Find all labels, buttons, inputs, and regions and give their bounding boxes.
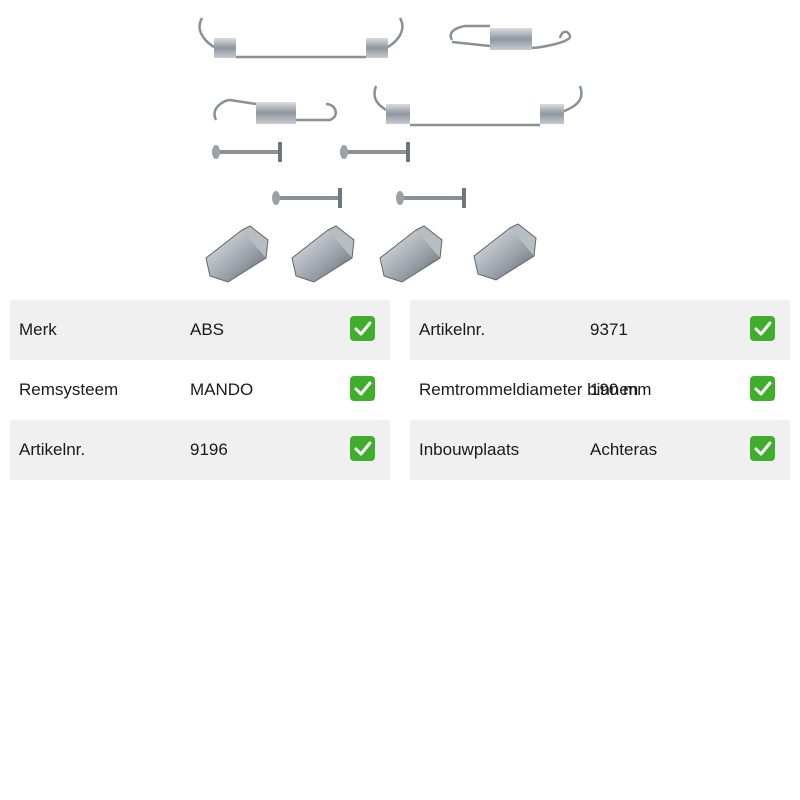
spec-label: Inbouwplaats (419, 440, 520, 459)
spec-label: Artikelnr. (419, 320, 486, 339)
coil-1b (366, 38, 388, 58)
spec-row-artikelnr: Artikelnr. 9371 (410, 300, 790, 360)
check-icon (350, 376, 375, 401)
coil-3 (256, 102, 296, 124)
check-icon (350, 316, 375, 341)
spec-row-remsysteem: Remsysteem MANDO (10, 360, 390, 420)
retaining-clip-3 (379, 225, 443, 283)
retaining-pin-2 (340, 142, 410, 162)
spec-label: Remtrommeldiameter binnen (419, 380, 639, 399)
retaining-clip-1 (205, 225, 269, 283)
short-spring-1 (449, 24, 572, 50)
short-spring-2 (213, 98, 338, 122)
product-image (198, 17, 583, 283)
coil-2 (490, 28, 532, 50)
spec-row-remtrommeldiameter: Remtrommeldiameter binnen 190 mm (410, 360, 790, 420)
check-icon (750, 316, 775, 341)
spec-value: Achteras (590, 440, 658, 459)
spec-table-right: Artikelnr. 9371 Remtrommeldiameter binne… (410, 300, 790, 480)
spec-value: 9196 (190, 440, 228, 459)
spec-value: MANDO (190, 380, 254, 399)
spec-row-inbouwplaats: Inbouwplaats Achteras (410, 420, 790, 480)
long-spring-1 (198, 17, 404, 59)
coil-4a (386, 104, 410, 124)
coil-4b (540, 104, 564, 124)
spec-label: Artikelnr. (19, 440, 86, 459)
retaining-pin-4 (396, 188, 466, 208)
long-spring-2 (373, 85, 583, 127)
retaining-pin-3 (272, 188, 342, 208)
spec-value: 190 mm (590, 380, 652, 399)
spec-row-artikelnr: Artikelnr. 9196 (10, 420, 390, 480)
spec-row-merk: Merk ABS (10, 300, 390, 360)
retaining-clip-2 (291, 225, 355, 283)
spec-value: 9371 (590, 320, 628, 339)
retaining-pin-1 (212, 142, 282, 162)
spec-label: Remsysteem (19, 380, 119, 399)
check-icon (750, 376, 775, 401)
spec-value: ABS (190, 320, 225, 339)
retaining-clip-4 (473, 223, 537, 281)
check-icon (750, 436, 775, 461)
spec-label: Merk (19, 320, 57, 339)
spec-table-left: Merk ABS Remsysteem MANDO Artikelnr. 919… (10, 300, 390, 480)
check-icon (350, 436, 375, 461)
coil-1a (214, 38, 236, 58)
